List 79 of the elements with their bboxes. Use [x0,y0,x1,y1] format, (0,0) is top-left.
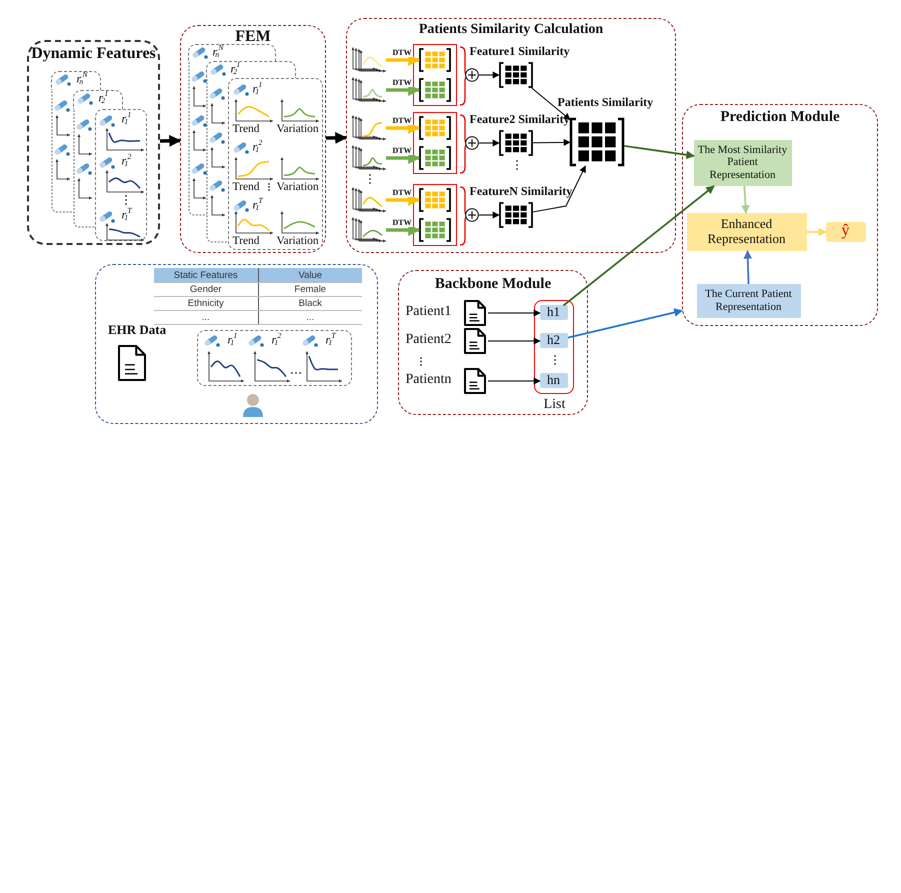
similarity-caption: FeatureN Similarity [470,184,574,198]
arrow [743,250,752,284]
arrow [488,310,541,316]
edge-label: DTW [392,116,413,125]
arrow [568,308,683,339]
arrow [532,138,571,146]
module-panel [398,270,588,415]
patient-label: Patientn [406,372,452,388]
chart-caption: Trend [232,234,260,248]
table-entry: Female [258,282,362,296]
representation-box: The Current Patient Representation [696,284,800,318]
arrow [386,152,420,164]
arrow [532,165,586,212]
patient-label: Patient1 [406,304,452,320]
similarity-caption: Feature1 Similarity [470,44,571,58]
table-header-cell: Value [258,268,362,282]
feature-card [206,60,296,78]
module-panel [95,264,378,424]
arrow [386,84,420,96]
list-item: h2 [540,333,568,348]
arrow [741,186,750,214]
arrow [624,145,695,160]
feature-card [228,78,322,250]
table-entry: Black [258,296,362,310]
list-item: h1 [540,305,568,320]
table-header-cell: Static Features [154,268,258,282]
arrow [488,338,541,344]
edge-label: DTW [392,146,413,155]
output-box: ŷ [826,222,866,242]
table-entry: ... [258,310,362,324]
arrow [478,72,500,78]
arrow [386,54,420,66]
representation-box: The Most Similarity Patient Representation [694,140,792,186]
arrow [326,132,348,144]
arrow [531,88,571,120]
series-panel [196,330,352,386]
chart-caption: Trend [232,122,260,136]
chart-caption: Variation [276,180,319,194]
panel-title: FEM [234,28,272,46]
edge-label: DTW [392,48,413,57]
arrow [386,194,420,206]
arrow [478,140,500,146]
arrow [386,224,420,236]
list-caption: List [542,396,566,413]
list-item: hn [540,373,568,388]
panel-title: Prediction Module [719,109,841,126]
similarity-caption: Patients Similarity [558,96,654,110]
edge-label: DTW [392,188,413,197]
arrow [386,122,420,134]
arrow [807,228,827,236]
table-entry: Ethnicity [154,296,258,310]
highlight-box [412,112,456,174]
module-panel [346,18,676,253]
panel-title: EHR Data [108,323,166,338]
feature-card [188,44,276,60]
highlight-box [412,184,456,246]
panel-title: Dynamic Features [30,45,157,64]
arrow [488,378,541,384]
arrow [562,185,715,306]
feature-card [50,70,100,90]
module-panel [27,40,160,245]
chart-caption: Variation [276,122,319,136]
patient-label: Patient2 [406,332,452,348]
representation-box: Enhanced Representation [686,212,806,250]
chart-caption: Trend [232,180,260,194]
panel-title: Patients Similarity Calculation [418,22,604,38]
edge-label: DTW [392,218,413,227]
edge-label: DTW [392,78,413,87]
module-panel [180,25,326,253]
panel-title: Backbone Module [434,276,552,294]
table-entry: ... [154,310,258,324]
feature-card [94,108,146,240]
chart-caption: Variation [276,234,319,248]
table-entry: Gender [154,282,258,296]
module-panel [682,104,878,326]
feature-card [72,90,122,108]
arrow [478,212,500,218]
highlight-box [412,44,456,106]
arrow [160,134,182,147]
